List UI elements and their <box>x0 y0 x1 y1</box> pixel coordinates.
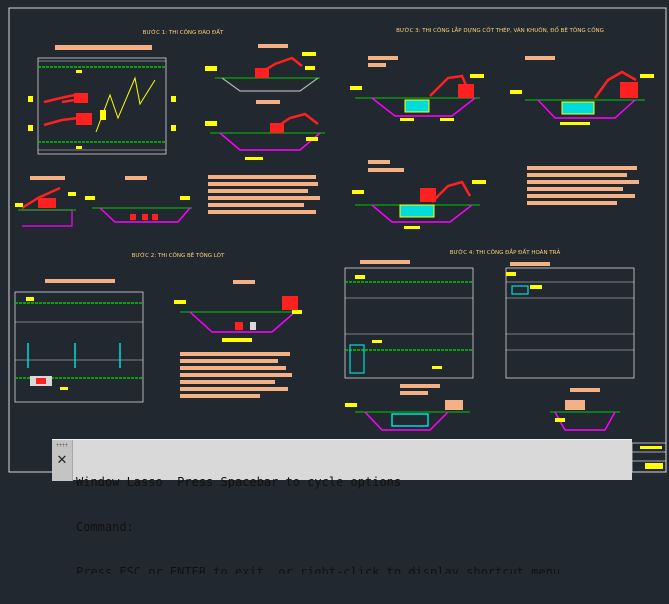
step2-section <box>174 280 302 342</box>
close-icon[interactable]: ✕ <box>56 453 68 468</box>
title-step-1: BƯỚC 1: THI CÔNG ĐÀO ĐẤT <box>143 28 224 36</box>
step4-plan-b <box>505 262 635 379</box>
step1-section-d <box>85 176 192 223</box>
step2-plan-view <box>14 279 144 403</box>
step1-notes <box>208 175 320 214</box>
step4-section-a <box>345 384 470 431</box>
command-line-3: Press ESC or ENTER to exit, or right-cli… <box>76 565 568 574</box>
title-step-4: BƯỚC 4: THI CÔNG ĐẮP ĐẤT HOÀN TRẢ <box>450 248 561 256</box>
step3-section-b <box>510 56 654 125</box>
step1-section-a <box>205 44 320 104</box>
step2-notes <box>180 352 292 398</box>
step1-plan-view <box>28 45 176 155</box>
command-window-grip[interactable]: ✕ <box>52 440 73 481</box>
title-step-2: BƯỚC 2: THI CÔNG BÊ TÔNG LÓT <box>132 251 225 259</box>
step4-section-b <box>550 388 620 431</box>
step3-section-a <box>350 56 484 121</box>
title-step-3: BƯỚC 3: THI CÔNG LẮP DỰNG CỐT THÉP, VÁN … <box>396 26 604 34</box>
command-line-1: Window Lasso Press Spacebar to cycle opt… <box>76 475 402 489</box>
drawing-canvas[interactable]: BƯỚC 1: THI CÔNG ĐÀO ĐẤT BƯỚC 2: THI CÔN… <box>0 0 669 480</box>
step4-plan-a <box>344 260 474 379</box>
step3-notes <box>527 166 639 205</box>
command-line-2: Command: <box>76 520 134 534</box>
grip-dots-icon <box>56 443 68 447</box>
step3-section-c <box>352 160 486 229</box>
command-window[interactable]: ✕ Window Lasso Press Spacebar to cycle o… <box>52 439 632 574</box>
step1-section-c <box>15 176 76 227</box>
command-history: Window Lasso Press Spacebar to cycle opt… <box>76 445 628 604</box>
title-block <box>631 442 667 473</box>
step1-section-b <box>205 112 325 160</box>
